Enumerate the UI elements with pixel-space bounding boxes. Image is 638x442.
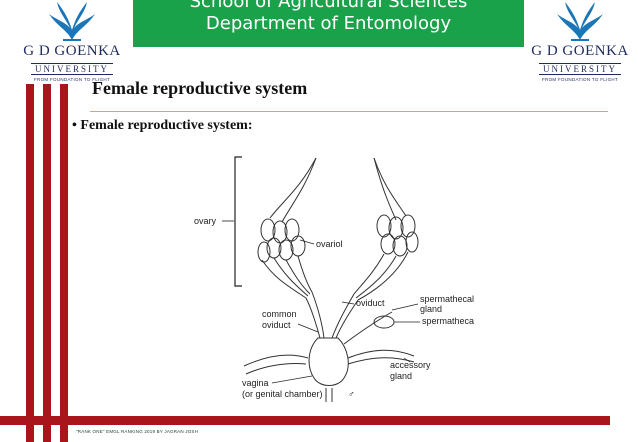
label-ovariol: ovariol	[316, 239, 343, 249]
slide-title: Female reproductive system	[92, 78, 308, 98]
bird-logo-icon	[49, 2, 95, 41]
label-symbol: ♂	[348, 389, 355, 399]
label-oviduct: oviduct	[356, 298, 385, 308]
title-divider	[90, 111, 608, 112]
logo-name: G D GOENKA	[23, 43, 121, 59]
university-logo-right: G D GOENKA UNIVERSITY FROM FOUNDATION TO…	[530, 0, 630, 82]
label-spermatheca: spermatheca	[422, 316, 474, 326]
label-accessory-2: gland	[390, 371, 412, 381]
horizontal-bar	[0, 416, 610, 425]
logo-university: UNIVERSITY	[539, 63, 621, 75]
bullet-text: Female reproductive system:	[80, 118, 253, 133]
bird-logo-icon	[557, 2, 603, 41]
label-common-oviduct-1: common	[262, 309, 297, 319]
logo-tagline: FROM FOUNDATION TO FLIGHT	[542, 77, 618, 82]
label-spermathecal-2: gland	[420, 304, 442, 314]
vertical-bar-3	[60, 84, 68, 442]
header-department: Department of Entomology	[205, 13, 452, 34]
label-spermathecal-1: spermathecal	[420, 294, 474, 304]
header-school: School of Agricultural Sciences	[189, 0, 468, 12]
university-logo-left: G D GOENKA UNIVERSITY FROM FOUNDATION TO…	[22, 0, 122, 82]
label-vagina-1: vagina	[242, 378, 269, 388]
logo-name: G D GOENKA	[531, 43, 629, 59]
label-ovary: ovary	[194, 216, 217, 226]
logo-tagline: FROM FOUNDATION TO FLIGHT	[34, 77, 110, 82]
label-common-oviduct-2: oviduct	[262, 320, 291, 330]
reproductive-system-diagram: ovary	[188, 152, 488, 414]
bullet-point: • Female reproductive system:	[72, 118, 253, 133]
logo-university: UNIVERSITY	[31, 63, 113, 75]
footer-ranking-text: "RANK ONE" EMGL RANKING 2019 BY JAGRAN J…	[76, 429, 199, 434]
label-vagina-2: (or genital chamber)	[242, 389, 323, 399]
header-banner: School of Agricultural Sciences Departme…	[133, 0, 524, 47]
vertical-bar-2	[43, 84, 51, 442]
label-accessory-1: accessory	[390, 360, 431, 370]
vertical-bar-1	[26, 84, 34, 442]
